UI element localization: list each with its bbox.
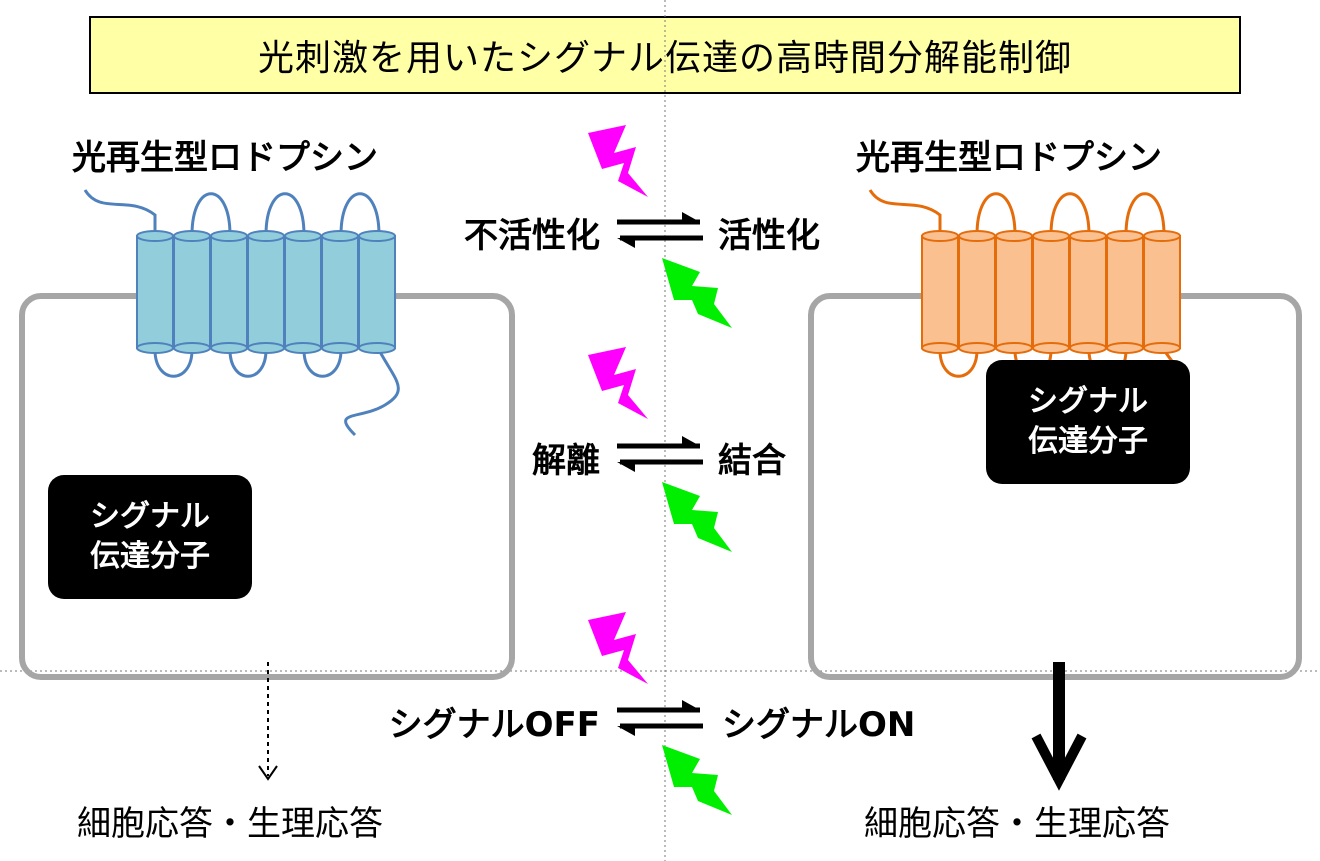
left-signal-line1: シグナル xyxy=(90,499,210,534)
equilibrium-arrow-2 xyxy=(617,436,703,472)
left-weak-response-arrow xyxy=(258,662,278,781)
left-bottom-loop-3 xyxy=(302,349,343,378)
equilibrium-arrow-1 xyxy=(617,212,703,248)
left-protein-label: 光再生型ロドプシン xyxy=(72,138,378,178)
transition-3-left: シグナルOFF xyxy=(388,705,600,745)
right-top-loop-3 xyxy=(1124,192,1166,236)
right-top-loop-2 xyxy=(1049,192,1091,236)
green-bolt-2 xyxy=(662,482,732,552)
left-response: 細胞応答・生理応答 xyxy=(77,804,383,844)
transition-1-right: 活性化 xyxy=(718,216,820,256)
right-bottom-loop-1 xyxy=(938,349,979,378)
left-helices xyxy=(136,230,396,354)
transition-3-right: シグナルON xyxy=(722,705,916,745)
left-bottom-loop-1 xyxy=(153,349,194,378)
right-signal-line2: 伝達分子 xyxy=(1028,424,1148,459)
transition-2-left: 解離 xyxy=(532,441,600,481)
green-bolt-1 xyxy=(662,258,732,328)
transition-1-left: 不活性化 xyxy=(464,216,600,256)
right-protein-label: 光再生型ロドプシン xyxy=(856,138,1162,178)
right-response: 細胞応答・生理応答 xyxy=(864,804,1170,844)
right-signal-line1: シグナル xyxy=(1028,384,1148,419)
left-signal-molecule: シグナル 伝達分子 xyxy=(48,475,252,599)
left-top-loop-3 xyxy=(339,192,381,236)
left-signal-line2: 伝達分子 xyxy=(90,539,210,574)
magenta-bolt-2 xyxy=(588,347,648,419)
magenta-bolt-1 xyxy=(588,125,648,197)
left-top-loop-2 xyxy=(264,192,306,236)
right-strong-response-arrow xyxy=(1031,662,1087,791)
left-bottom-loop-2 xyxy=(228,349,268,378)
right-n-terminus xyxy=(868,189,942,235)
magenta-bolt-3 xyxy=(588,612,648,684)
right-signal-molecule: シグナル 伝達分子 xyxy=(986,360,1190,484)
right-top-loop-1 xyxy=(975,192,1017,236)
left-c-terminus xyxy=(344,349,400,437)
right-helices xyxy=(921,230,1181,354)
transition-2-right: 結合 xyxy=(718,441,786,481)
green-bolt-3 xyxy=(662,745,732,815)
equilibrium-arrow-3 xyxy=(617,700,703,736)
left-top-loop-1 xyxy=(190,192,232,236)
left-n-terminus xyxy=(83,189,157,235)
